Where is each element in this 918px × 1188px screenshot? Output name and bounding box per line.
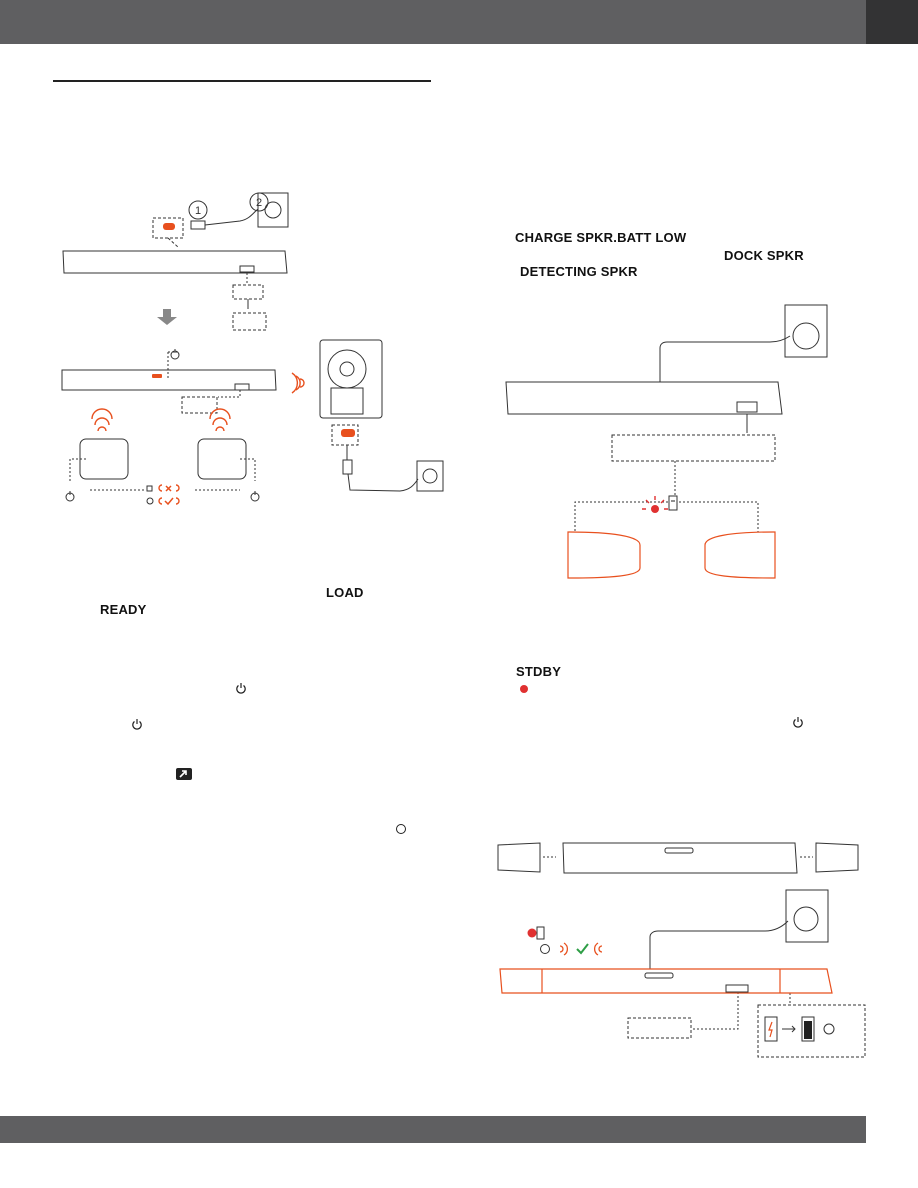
power-icon	[793, 717, 803, 728]
status-light-ring-icon	[396, 824, 406, 834]
display-message-charge-spkr-batt-low: CHARGE SPKR.BATT LOW	[515, 230, 687, 245]
display-message-detecting-spkr: DETECTING SPKR	[520, 264, 638, 279]
page-header-tab	[866, 0, 918, 44]
page-footer-bar	[0, 1116, 866, 1143]
battery-low-illustration	[505, 304, 828, 579]
display-message-load: LOAD	[326, 585, 364, 600]
source-input-icon	[176, 768, 192, 780]
power-icon	[236, 683, 246, 694]
step-two-label: 2	[256, 197, 262, 209]
docking-charging-illustration	[497, 842, 866, 1058]
display-message-dock-spkr: DOCK SPKR	[724, 248, 804, 263]
display-message-ready: READY	[100, 602, 147, 617]
page-header-bar	[0, 0, 866, 44]
display-message-stdby: STDBY	[516, 664, 562, 679]
pairing-illustration: 1 2	[61, 192, 444, 506]
power-icon	[132, 719, 142, 730]
section-heading-rule	[53, 80, 431, 82]
status-light-dot	[520, 685, 528, 693]
step-one-label: 1	[195, 205, 201, 217]
